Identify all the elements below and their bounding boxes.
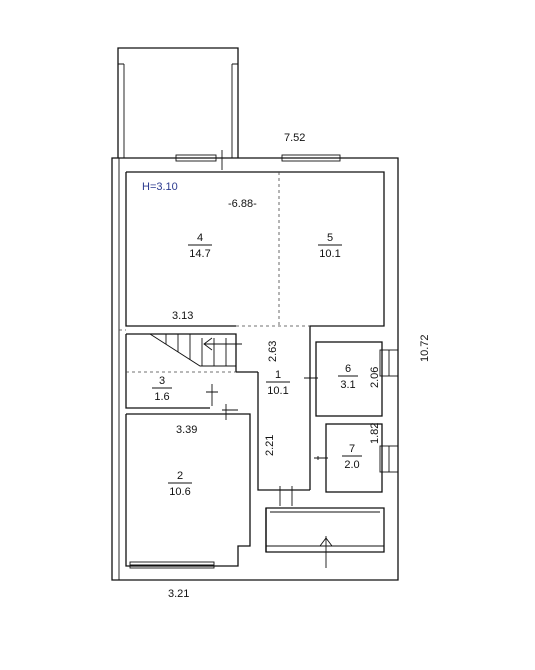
svg-text:3: 3: [159, 375, 165, 387]
room-label-5: 5 10.1: [318, 232, 342, 260]
room-label-4: 4 14.7: [188, 232, 212, 260]
outer-walls: [111, 157, 399, 581]
dim-stair-width: 3.13: [172, 310, 193, 322]
door-marks: [206, 150, 333, 568]
dim-room7-height: 1.82: [369, 423, 381, 444]
svg-text:7: 7: [349, 443, 355, 455]
entrance-walls: [265, 507, 385, 553]
dim-hall-height-upper: 2.63: [267, 341, 279, 362]
svg-text:3.1: 3.1: [340, 379, 355, 391]
svg-text:1.6: 1.6: [154, 391, 169, 403]
svg-text:10.6: 10.6: [169, 486, 190, 498]
room-label-2: 2 10.6: [168, 470, 192, 498]
svg-text:10.1: 10.1: [267, 385, 288, 397]
dim-bottom-width: 3.21: [168, 588, 189, 600]
svg-text:5: 5: [327, 232, 333, 244]
svg-text:1: 1: [275, 369, 281, 381]
svg-text:6: 6: [345, 363, 351, 375]
svg-text:10.1: 10.1: [319, 248, 340, 260]
svg-text:14.7: 14.7: [189, 248, 210, 260]
dim-right-height: 10.72: [419, 334, 431, 362]
svg-text:2.0: 2.0: [344, 459, 359, 471]
dim-room6-height: 2.06: [369, 367, 381, 388]
svg-text:4: 4: [197, 232, 203, 244]
room-label-7: 7 2.0: [342, 443, 362, 471]
dim-hall-height-lower: 2.21: [264, 435, 276, 456]
dim-inner-width: -6.88-: [228, 198, 257, 210]
room-label-3: 3 1.6: [152, 375, 172, 403]
svg-text:2: 2: [177, 470, 183, 482]
staircase: [149, 333, 242, 367]
dim-top-width: 7.52: [284, 132, 305, 144]
room-label-1: 1 10.1: [266, 369, 290, 397]
room-label-6: 6 3.1: [338, 363, 358, 391]
windows: [129, 154, 399, 569]
balcony: [117, 47, 239, 158]
dim-room2-width: 3.39: [176, 424, 197, 436]
ceiling-height-label: H=3.10: [142, 181, 178, 193]
dashed-partitions: [119, 172, 310, 373]
